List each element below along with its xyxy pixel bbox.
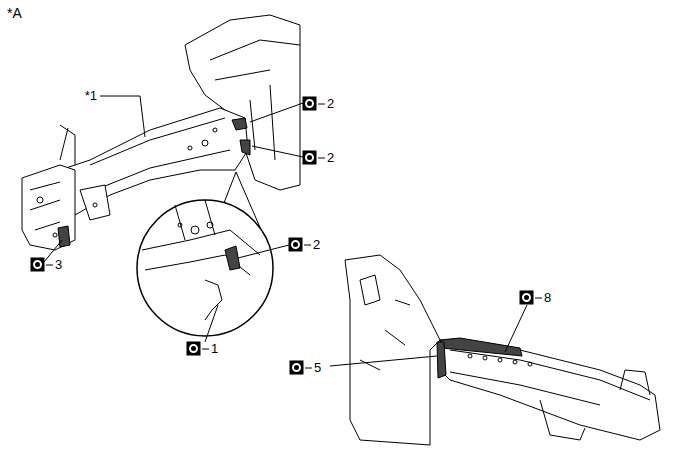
part-label: *1: [84, 88, 98, 103]
callout-number: 8: [543, 290, 552, 305]
callout-number: 3: [54, 257, 63, 272]
callout-number: 2: [326, 150, 335, 165]
callout-number: 1: [210, 341, 219, 356]
view-label: *A: [6, 6, 23, 21]
body-structure: [22, 15, 300, 250]
callout-number: 5: [313, 360, 322, 375]
body-structure: [345, 255, 660, 445]
callout-number: 2: [312, 237, 321, 252]
callout-symbols: [31, 96, 542, 374]
callout-number: 2: [326, 96, 335, 111]
